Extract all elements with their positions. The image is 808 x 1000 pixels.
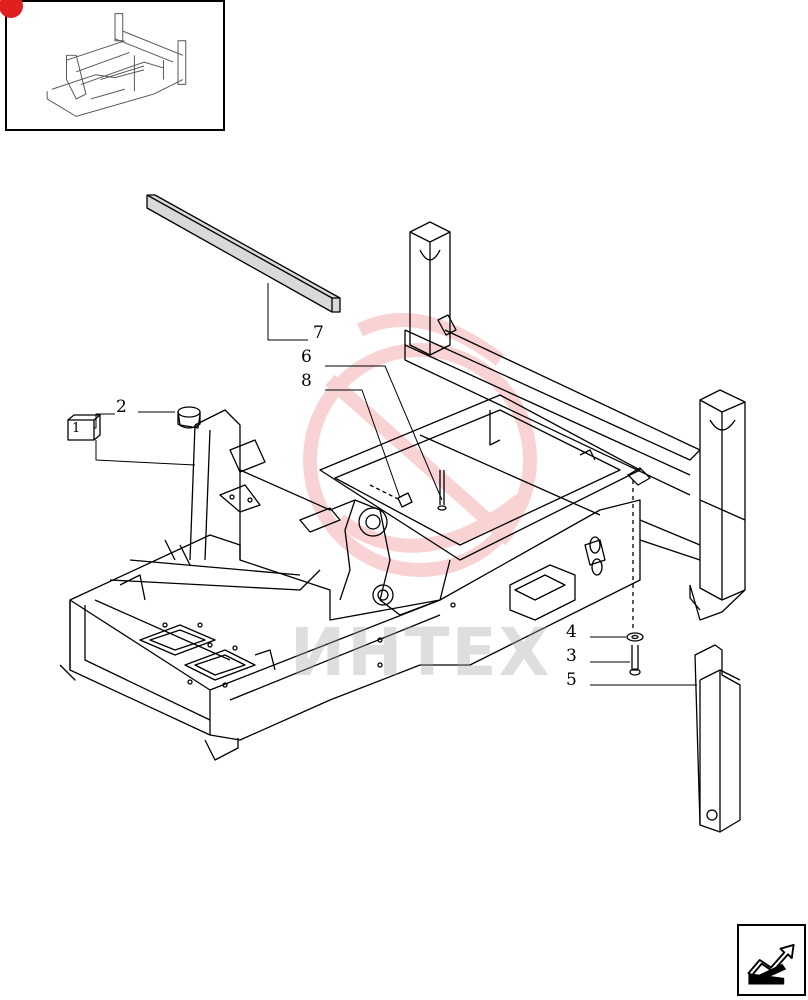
- thumbnail-frame-drawing: [46, 13, 187, 117]
- rear-right-upright: [689, 389, 746, 621]
- watermark-text: ИНТЕХ: [290, 614, 552, 691]
- callout-4: 4: [566, 622, 577, 642]
- rear-left-upright: [409, 221, 457, 356]
- part-1-box: [67, 414, 101, 441]
- callout-2: 2: [116, 397, 127, 417]
- arrow-next-icon: [747, 943, 795, 985]
- part-6-bolt: [437, 470, 447, 511]
- parts-3-4-fasteners: [626, 467, 651, 676]
- rear-crossmember: [404, 329, 701, 496]
- logo-watermark-icon: [303, 313, 537, 577]
- inner-frame: [319, 394, 641, 561]
- next-page-button[interactable]: [737, 924, 806, 996]
- callout-7: 7: [313, 323, 324, 343]
- part-5-post: [694, 644, 741, 833]
- callout-8: 8: [301, 371, 312, 391]
- main-side-plate: [189, 409, 451, 616]
- floor-plates: [139, 622, 256, 688]
- leader-lines: [94, 283, 697, 686]
- part-2-bushing: [177, 406, 201, 429]
- overview-thumbnail[interactable]: [0, 0, 225, 131]
- part-8-pin: [369, 484, 413, 508]
- callout-1: 1: [72, 421, 81, 436]
- callout-3: 3: [566, 646, 577, 666]
- active-marker: [0, 0, 23, 18]
- part-7-strip: [146, 194, 341, 313]
- front-bracket: [377, 519, 701, 668]
- callout-6: 6: [301, 347, 312, 367]
- callout-5: 5: [566, 670, 577, 690]
